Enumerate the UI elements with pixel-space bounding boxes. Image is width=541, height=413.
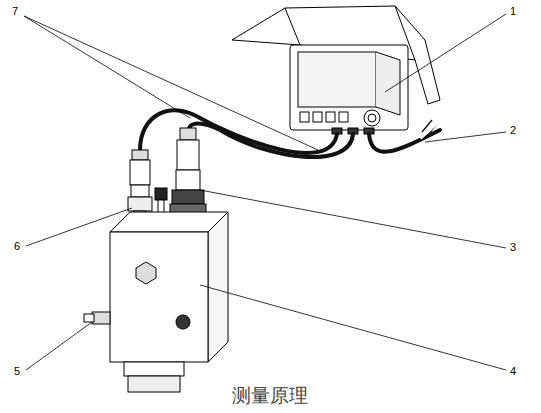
display-screen — [298, 52, 376, 107]
callout-number: 3 — [510, 242, 516, 253]
callout-number: 6 — [14, 241, 20, 252]
callout-number: 5 — [14, 366, 20, 377]
knurled-nut — [172, 190, 204, 204]
temperature-sensor — [130, 160, 150, 185]
flow-block — [110, 232, 208, 362]
callout-number: 1 — [510, 6, 516, 17]
callout-number: 7 — [12, 6, 18, 17]
callout-number: 4 — [510, 366, 516, 377]
inlet-fitting — [92, 312, 110, 324]
callout-number: 2 — [510, 125, 516, 136]
knob — [364, 110, 380, 126]
buttons — [300, 112, 348, 122]
sensor-head — [132, 150, 148, 160]
measuring-probe — [177, 140, 199, 170]
leader-lines — [24, 14, 506, 370]
caption: 测量原理 — [232, 383, 308, 409]
transmitter-housing — [290, 45, 408, 130]
